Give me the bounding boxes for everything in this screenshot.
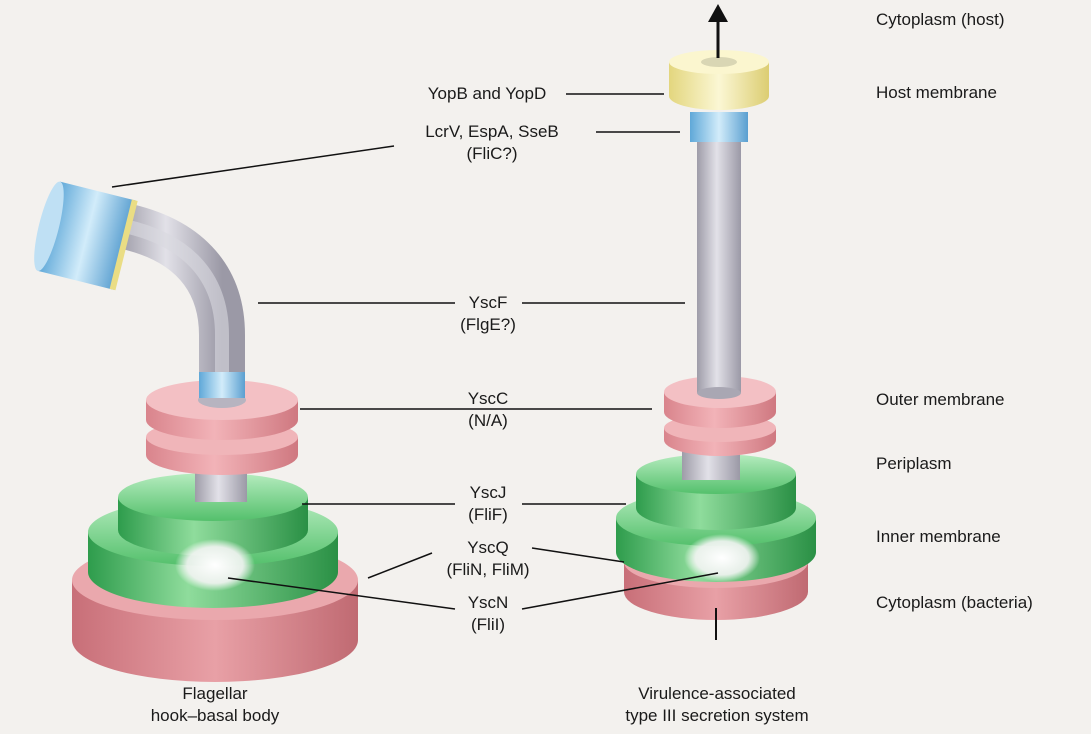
label-yscj: YscJ (FliF) (468, 482, 508, 526)
label-yscn: YscN (FliI) (468, 592, 509, 636)
label-yscc: YscC (N/A) (468, 388, 509, 432)
caption-t3ss: Virulence-associated type III secretion … (625, 683, 808, 727)
location-periplasm: Periplasm (876, 453, 952, 475)
location-cytoplasm-bacteria: Cytoplasm (bacteria) (876, 592, 1033, 614)
label-yscf: YscF (FlgE?) (460, 292, 516, 336)
flagellar-atpase (175, 539, 255, 591)
t3ss-tip (690, 112, 748, 142)
location-host-membrane: Host membrane (876, 82, 997, 104)
label-yopb-yopd: YopB and YopD (428, 83, 547, 105)
leader-lcrv-left (112, 146, 394, 187)
t3ss-needle (697, 135, 741, 393)
location-inner-membrane: Inner membrane (876, 526, 1001, 548)
flagellar-filament-tip (28, 179, 138, 290)
caption-flagellar: Flagellar hook–basal body (151, 683, 280, 727)
flagellar-hook-base (199, 372, 245, 398)
location-cytoplasm-host: Cytoplasm (host) (876, 9, 1004, 31)
secretion-arrow-icon (708, 4, 728, 58)
t3ss-atpase (684, 534, 760, 582)
t3ss-translocon (669, 50, 769, 110)
leader-yscq-right (532, 548, 624, 562)
flagellar-hook-basal-body (28, 179, 358, 682)
t3ss-injectisome (616, 4, 816, 640)
label-lcrv-espa-sseb: LcrV, EspA, SseB (FliC?) (425, 121, 559, 165)
location-outer-membrane: Outer membrane (876, 389, 1005, 411)
label-yscq: YscQ (FliN, FliM) (446, 537, 529, 581)
leader-yscq-left (368, 553, 432, 578)
